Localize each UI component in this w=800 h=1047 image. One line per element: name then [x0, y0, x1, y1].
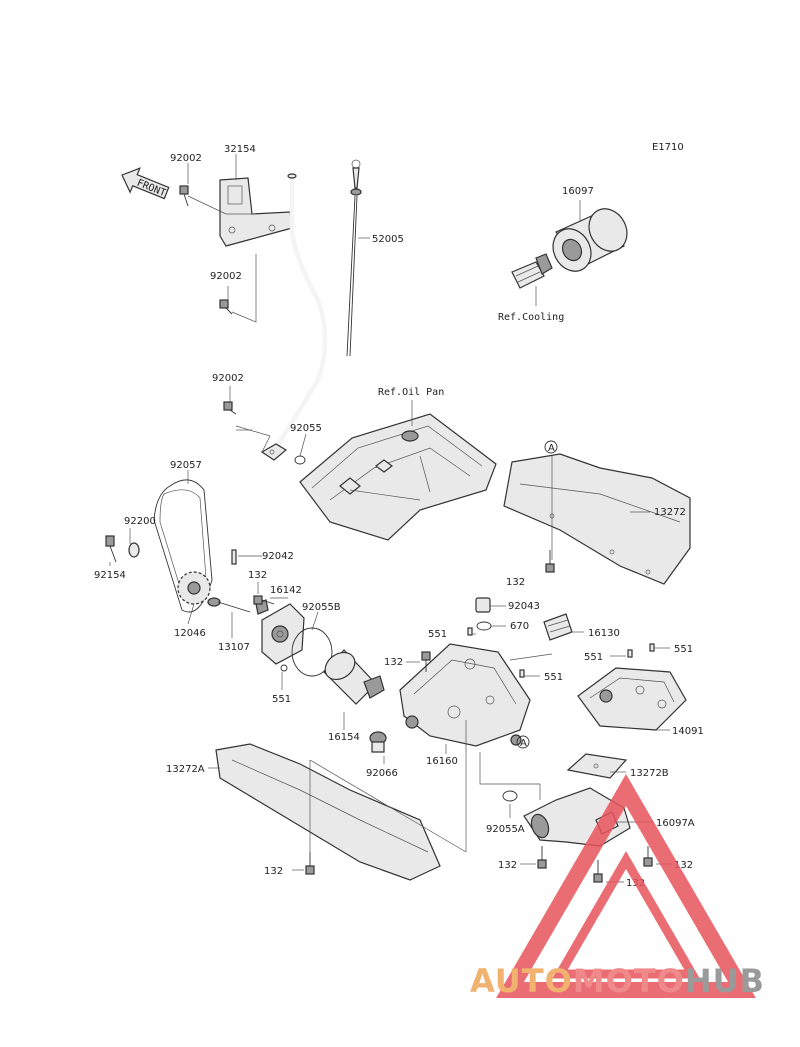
oil-cooler-fitting [511, 253, 553, 289]
pin-551-c [519, 669, 525, 678]
label-92154: 92154 [94, 570, 126, 581]
watermark-hub: HUB [684, 962, 766, 1000]
pin-551-a [280, 664, 288, 672]
marker-a-mid: A [516, 735, 530, 749]
label-92200: 92200 [124, 516, 156, 527]
label-551-e: 551 [674, 644, 693, 655]
plate-13272b [566, 753, 628, 779]
pin-551-b [467, 627, 473, 636]
bolt-92154 [105, 535, 117, 563]
label-13272a: 13272A [166, 764, 205, 775]
label-670: 670 [510, 621, 529, 632]
label-92002-mid: 92002 [210, 271, 242, 282]
watermark-logo: AUTOMOTOHUB [470, 962, 765, 1000]
label-13272: 13272 [654, 507, 686, 518]
pin-551-d [627, 649, 633, 658]
label-551-b: 551 [428, 629, 447, 640]
bolt-132-pump [253, 595, 275, 605]
oil-pan [299, 413, 497, 541]
label-92043: 92043 [508, 601, 540, 612]
marker-a-top: A [544, 440, 558, 454]
strainer-16154 [323, 649, 385, 705]
collar-92043 [475, 597, 491, 613]
cover-14091 [577, 667, 687, 731]
label-16142: 16142 [270, 585, 302, 596]
label-14091: 14091 [672, 726, 704, 737]
label-92042: 92042 [262, 551, 294, 562]
washer-92200 [128, 542, 140, 558]
label-ref-oil-pan: Ref.Oil Pan [378, 387, 444, 398]
o-ring-670 [476, 621, 492, 631]
diagram-code: E1710 [652, 142, 684, 153]
label-132-right: 132 [506, 577, 525, 588]
plate-13272 [503, 453, 691, 585]
label-13107: 13107 [218, 642, 250, 653]
bolt-132-lower [305, 852, 315, 875]
label-92002-low: 92002 [212, 373, 244, 384]
label-ref-cooling: Ref.Cooling [498, 312, 564, 323]
leader-lines [109, 154, 672, 883]
label-92055: 92055 [290, 423, 322, 434]
bolt-92002-low [223, 401, 237, 415]
bolt-92002-top [179, 185, 189, 207]
relief-valve-16130 [543, 613, 573, 641]
bolt-132-pipe-c [643, 846, 653, 867]
label-132-pump: 132 [248, 570, 267, 581]
svg-text:A: A [548, 443, 555, 454]
oil-pump-16142 [255, 599, 305, 665]
label-16154: 16154 [328, 732, 360, 743]
label-13272b: 13272B [630, 768, 669, 779]
label-92057: 92057 [170, 460, 202, 471]
label-16130: 16130 [588, 628, 620, 639]
housing-16160 [399, 643, 531, 747]
shaft-13107 [207, 549, 251, 613]
label-551-d: 551 [584, 652, 603, 663]
bolt-132-pipe-b [593, 860, 603, 883]
o-ring-92055b [291, 627, 333, 677]
o-ring-92055a [502, 790, 518, 802]
bolt-92002-mid [219, 299, 233, 315]
dipstick-52005 [346, 159, 362, 357]
label-132-pipe-a: 132 [498, 860, 517, 871]
bracket-32154 [219, 177, 293, 247]
watermark-triangle-icon [496, 774, 756, 998]
label-132-housing: 132 [384, 657, 403, 668]
svg-text:A: A [520, 738, 527, 749]
label-16097: 16097 [562, 186, 594, 197]
label-92066: 92066 [366, 768, 398, 779]
label-16160: 16160 [426, 756, 458, 767]
label-92055a: 92055A [486, 824, 525, 835]
label-551-c: 551 [544, 672, 563, 683]
oil-filter-16097 [552, 208, 628, 272]
pin-551-e [649, 643, 655, 652]
label-16097a: 16097A [656, 818, 695, 829]
o-ring-92055 [294, 455, 306, 465]
label-12046: 12046 [174, 628, 206, 639]
watermark-moto: MOTO [572, 962, 685, 1000]
label-92002-top: 92002 [170, 153, 202, 164]
label-32154: 32154 [224, 144, 256, 155]
front-arrow-icon: FRONT [121, 167, 170, 200]
bolt-132-housing [421, 651, 431, 672]
label-52005: 52005 [372, 234, 404, 245]
plate-13272a [215, 743, 441, 881]
bolt-132-right [545, 550, 555, 573]
dipstick-tube [260, 173, 328, 461]
label-132-pipe-c: 132 [674, 860, 693, 871]
label-551-a: 551 [272, 694, 291, 705]
label-132-lower: 132 [264, 866, 283, 877]
watermark-auto: AUTO [470, 962, 573, 1000]
label-92055b: 92055B [302, 602, 341, 613]
bolt-132-pipe-a [537, 846, 547, 869]
plug-92066 [369, 731, 387, 753]
sprocket-12046 [177, 571, 211, 605]
